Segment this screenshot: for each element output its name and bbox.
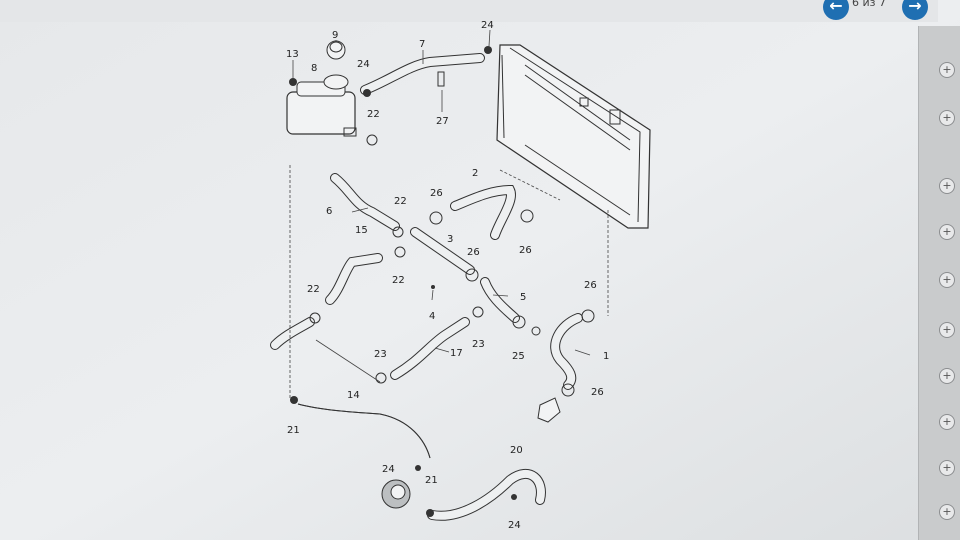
label-part-14: 14 [347,390,360,401]
label-part-24b: 24 [357,59,370,70]
label-part-13: 13 [286,49,299,60]
label-part-2: 2 [472,168,478,179]
label-part-15: 15 [355,225,368,236]
label-part-22c: 22 [392,275,405,286]
label-part-25: 25 [512,351,525,362]
hoses [270,53,583,521]
side-expand-button-6[interactable]: + [939,322,955,338]
label-part-26c: 26 [519,245,532,256]
label-part-24d: 24 [508,520,521,531]
label-part-26e: 26 [591,387,604,398]
side-expand-button-7[interactable]: + [939,368,955,384]
expansion-tank [286,74,357,137]
page-counter: 6 из 7 [852,0,886,9]
leader-lines [289,29,609,400]
side-expand-button-3[interactable]: + [939,178,955,194]
label-part-4: 4 [429,311,435,322]
label-part-27: 27 [436,116,449,127]
previous-page-button[interactable]: ← [823,0,849,20]
label-part-7: 7 [419,39,425,50]
label-part-22d: 22 [307,284,320,295]
next-page-button[interactable]: → [902,0,928,20]
clamps [289,46,595,517]
radiator [496,44,651,229]
label-part-24c: 24 [382,464,395,475]
side-expand-button-5[interactable]: + [939,272,955,288]
side-expand-button-2[interactable]: + [939,110,955,126]
label-part-21a: 21 [287,425,300,436]
label-part-22b: 22 [394,196,407,207]
side-expand-button-1[interactable]: + [939,62,955,78]
side-expand-button-4[interactable]: + [939,224,955,240]
label-part-1: 1 [603,351,609,362]
label-part-24a: 24 [481,20,494,31]
label-part-17: 17 [450,348,463,359]
label-part-3: 3 [447,234,453,245]
arrow-right-icon: → [908,0,922,15]
tank-cap [326,40,346,60]
label-part-26b: 26 [467,247,480,258]
label-part-22a: 22 [367,109,380,120]
label-part-5: 5 [520,292,526,303]
side-panel: + + + + + + + + + + [918,26,960,540]
label-part-23b: 23 [374,349,387,360]
label-part-9: 9 [332,30,338,41]
side-expand-button-9[interactable]: + [939,460,955,476]
label-part-26d: 26 [584,280,597,291]
label-part-21b: 21 [425,475,438,486]
label-part-26a: 26 [430,188,443,199]
side-expand-button-8[interactable]: + [939,414,955,430]
label-part-6: 6 [326,206,332,217]
part-labels: 1 2 3 4 5 6 7 8 9 13 14 15 17 20 21 21 2… [286,20,609,531]
label-part-20: 20 [510,445,523,456]
label-part-23a: 23 [472,339,485,350]
label-part-8: 8 [311,63,317,74]
side-expand-button-10[interactable]: + [939,504,955,520]
arrow-left-icon: ← [829,0,843,15]
